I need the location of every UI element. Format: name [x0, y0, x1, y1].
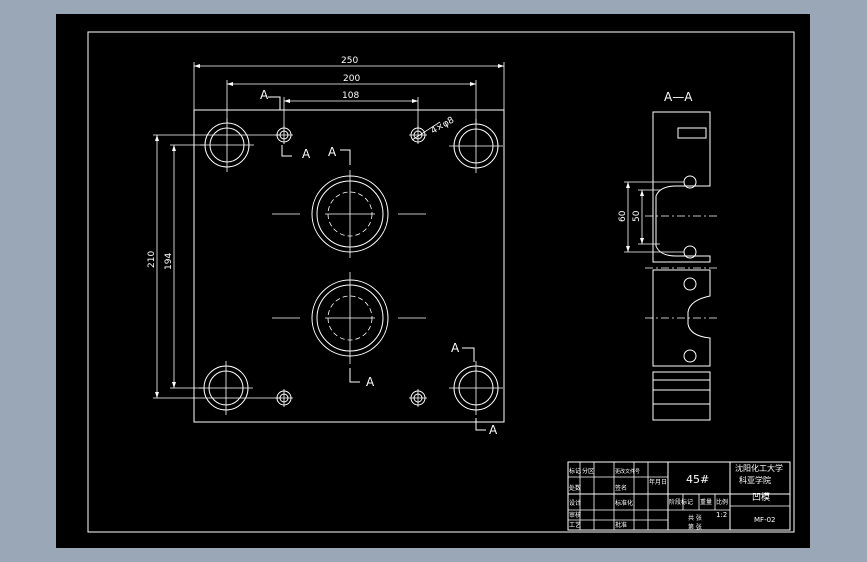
title-part-name: 凹模 — [752, 492, 770, 503]
dimension-lines-vertical — [153, 134, 280, 399]
section-pin-slot — [677, 127, 707, 139]
drawing-border — [87, 31, 795, 533]
dim-hole-pitch: 200 — [343, 74, 360, 84]
dim-inner-height: 194 — [164, 253, 174, 270]
section-title: A—A — [664, 90, 693, 104]
section-view: A—A — [624, 90, 718, 421]
title-material: 45# — [686, 473, 709, 486]
section-base — [652, 403, 711, 421]
die-plate-outline — [193, 109, 505, 423]
tb-label-zone: 分区 — [582, 467, 594, 475]
cut-label-right-top: A — [451, 341, 460, 355]
dim-cavity-outer: 60 — [618, 210, 628, 222]
cavity-lower — [272, 272, 426, 364]
tb-label-count: 处数 — [569, 484, 581, 492]
tb-label-standard: 标准化 — [615, 499, 633, 507]
title-university-line1: 沈阳化工大学 — [735, 463, 783, 473]
dim-overall-height: 210 — [147, 251, 157, 268]
cut-label-center-top: A — [328, 145, 337, 159]
section-lower-body — [652, 269, 711, 367]
cut-label-top-right: A — [302, 147, 311, 161]
title-block — [567, 461, 791, 531]
tb-label-approve: 批准 — [615, 521, 627, 529]
tb-label-stage: 阶段标记 — [669, 498, 693, 506]
title-scale: 1:2 — [716, 511, 727, 519]
drawing-sheet — [56, 14, 810, 548]
cut-label-top-left: A — [260, 88, 269, 102]
section-upper-body — [652, 111, 711, 263]
plan-view: A A A A A A 250 200 108 4×φ8 — [147, 56, 505, 437]
dim-overall-width: 250 — [341, 56, 358, 66]
tb-label-ratio: 比例 — [716, 498, 728, 506]
tb-label-review: 审核 — [569, 511, 581, 519]
cavity-upper — [272, 170, 426, 258]
tb-label-sheet-total: 共 张 — [688, 514, 702, 522]
title-drawing-no: MF-02 — [754, 516, 776, 524]
guide-hole-top-right — [449, 119, 503, 173]
tb-label-sheet-no: 第 张 — [688, 523, 702, 531]
tb-label-change-doc: 更改文件号 — [615, 468, 640, 475]
tb-label-process: 工艺 — [569, 521, 581, 529]
guide-hole-bottom-right — [449, 361, 503, 415]
pin-hole-bottom-right — [409, 389, 427, 407]
cut-label-right-bottom: A — [489, 423, 498, 437]
tb-label-date: 年月日 — [649, 478, 667, 486]
cut-plane-marks — [268, 96, 486, 431]
tb-label-weight: 重量 — [700, 498, 712, 506]
dim-inner-pitch: 108 — [342, 91, 359, 101]
title-university-line2: 科亚学院 — [739, 475, 771, 485]
dimension-lines-horizontal — [193, 62, 505, 141]
tb-label-mark: 标记 — [569, 467, 581, 475]
dim-cavity-inner: 50 — [632, 210, 642, 222]
tb-label-signature: 签名 — [615, 484, 627, 492]
cut-label-center-bottom: A — [366, 375, 375, 389]
tb-label-design: 设计 — [569, 499, 581, 507]
